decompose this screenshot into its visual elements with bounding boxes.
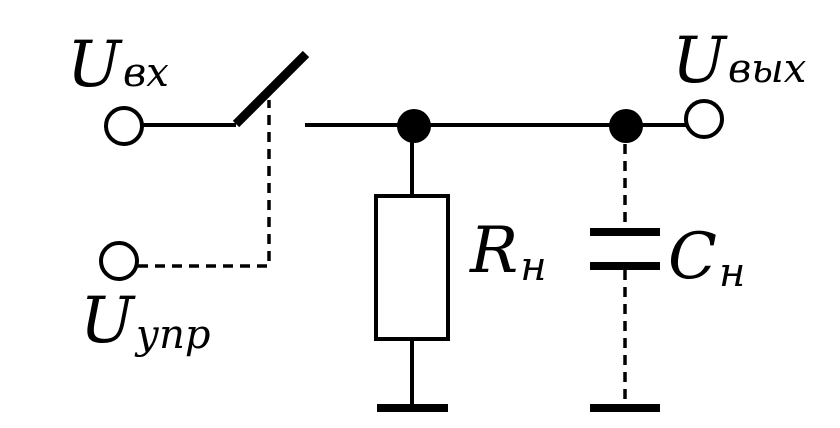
- input-terminal: [104, 106, 144, 146]
- output-label: Uвых: [672, 24, 806, 98]
- control-label: Uупр: [80, 284, 211, 358]
- control-link-dashed: [138, 100, 271, 268]
- load-resistor-label: Rн: [469, 214, 547, 290]
- load-capacitor-label: Cн: [668, 220, 745, 296]
- control-terminal: [99, 241, 139, 281]
- output-terminal: [684, 99, 724, 139]
- switch-blade: [232, 50, 310, 128]
- load-resistor: [374, 194, 450, 341]
- junction-node-capacitor: [609, 109, 643, 143]
- input-label: Uвх: [67, 28, 169, 102]
